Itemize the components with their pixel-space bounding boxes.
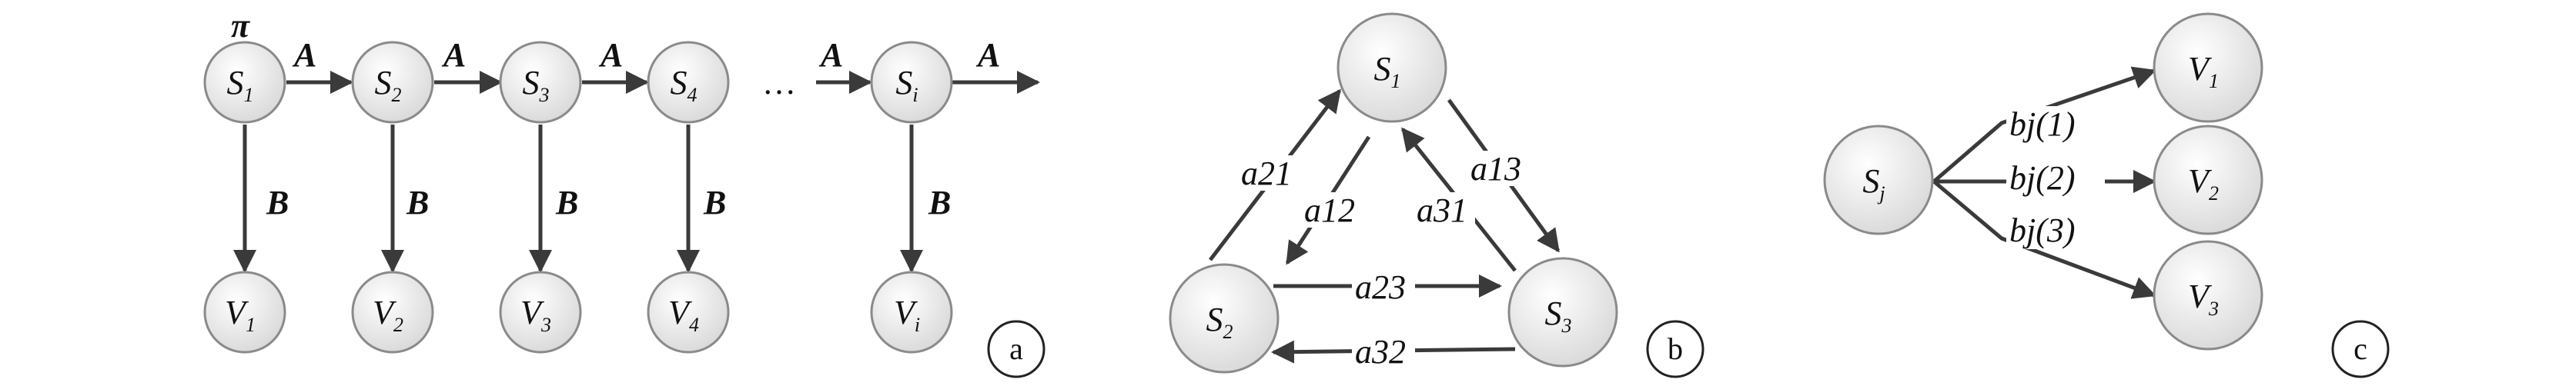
observation-node-v1: V1 [203, 271, 286, 354]
svg-text:b: b [1668, 331, 1683, 366]
label-a32: a32 [1355, 333, 1406, 371]
label-a31: a31 [1417, 191, 1467, 229]
state-node-s4: S4 [647, 41, 730, 124]
observation-node-vi: Vi [870, 271, 953, 354]
svg-text:Sj: Sj [1862, 162, 1885, 205]
svg-text:V4: V4 [668, 294, 699, 336]
observation-node-c-v1: V1 [2153, 12, 2263, 123]
svg-text:V3: V3 [520, 294, 551, 336]
state-node-s3: S3 [499, 41, 582, 124]
svg-text:S4: S4 [671, 64, 698, 106]
emission-label-b5: B [928, 184, 951, 221]
observation-node-c-v3: V3 [2153, 240, 2263, 351]
svg-text:a: a [1009, 331, 1023, 366]
observation-node-v3: V3 [499, 271, 582, 354]
svg-text:Vi: Vi [894, 294, 920, 336]
label-bj1: bj(1) [2009, 105, 2076, 143]
transition-label-a3: A [598, 36, 623, 74]
observation-node-c-v2: V2 [2153, 125, 2263, 235]
label-bj2: bj(2) [2009, 159, 2076, 197]
state-node-s2: S2 [351, 41, 434, 124]
svg-text:V1: V1 [225, 294, 256, 336]
svg-text:V2: V2 [2188, 162, 2219, 205]
emission-label-b4: B [703, 184, 726, 221]
observation-node-v4: V4 [647, 271, 730, 354]
svg-text:Si: Si [895, 64, 918, 106]
svg-text:S1: S1 [1374, 50, 1401, 92]
panel-tag-b: b [1646, 320, 1705, 378]
panel-tag-c: c [2331, 320, 2390, 378]
emission-label-b2: B [406, 184, 429, 221]
label-a21: a21 [1241, 155, 1292, 192]
panel-a: π A A A A A … B B B B B S1 S2 S3 S4 [203, 7, 1045, 378]
transition-label-a4: A [818, 36, 843, 74]
panel-tag-a: a [987, 320, 1045, 378]
svg-text:S2: S2 [1206, 301, 1233, 343]
observation-node-v2: V2 [351, 271, 434, 354]
svg-text:S2: S2 [375, 64, 402, 106]
state-node-b-s1: S1 [1337, 12, 1447, 123]
label-a13: a13 [1470, 150, 1521, 188]
label-a12: a12 [1304, 191, 1355, 229]
state-node-b-s3: S3 [1507, 257, 1618, 368]
edge-bj1 [1932, 66, 2156, 183]
svg-text:S3: S3 [523, 64, 550, 106]
svg-text:S1: S1 [227, 64, 254, 106]
panel-c: bj(1) bj(2) bj(3) Sj V1 V2 V3 c [1823, 12, 2390, 378]
panel-b: a21 a12 a31 a13 a23 a32 S1 S2 S3 b [1169, 12, 1705, 378]
ellipsis: … [762, 64, 796, 101]
state-node-sj: Sj [1823, 125, 1934, 235]
state-node-s1: S1 [203, 41, 286, 124]
transition-label-a5: A [975, 36, 1000, 74]
svg-text:V2: V2 [373, 294, 403, 336]
state-node-si: Si [870, 41, 953, 124]
emission-label-b3: B [555, 184, 578, 221]
transition-label-a1: A [292, 36, 316, 74]
label-bj3: bj(3) [2009, 211, 2076, 249]
svg-text:V3: V3 [2188, 278, 2219, 320]
transition-label-a2: A [441, 36, 466, 74]
svg-text:V1: V1 [2188, 50, 2219, 92]
emission-label-b1: B [266, 184, 289, 221]
svg-text:S3: S3 [1545, 294, 1572, 337]
svg-text:c: c [2354, 331, 2367, 366]
state-node-b-s2: S2 [1169, 263, 1280, 374]
label-a23: a23 [1355, 268, 1406, 306]
edge-bj3 [1932, 180, 2156, 299]
pi-label: π [231, 7, 250, 45]
